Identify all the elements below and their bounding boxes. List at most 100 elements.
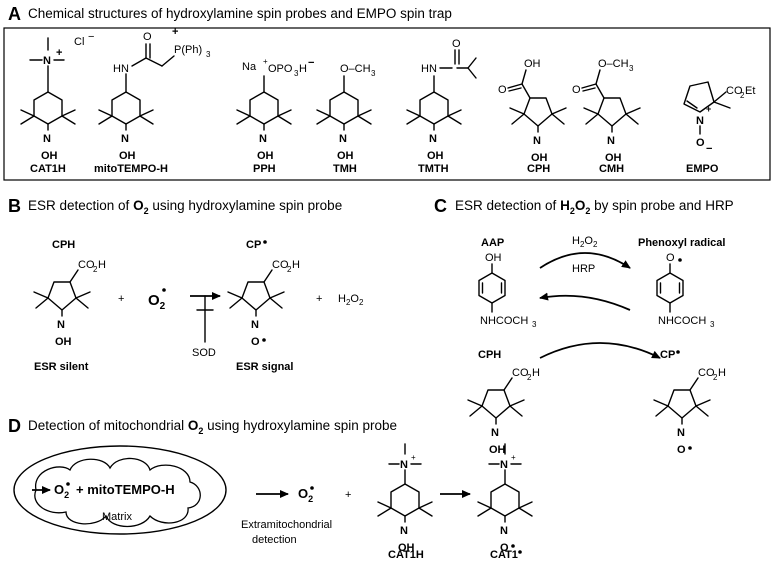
matrix-label: Matrix [102, 511, 132, 523]
svg-text:+: + [172, 26, 178, 38]
svg-text:H: H [718, 367, 726, 379]
svg-text:3: 3 [532, 320, 537, 329]
svg-text:O–CH: O–CH [598, 58, 629, 70]
svg-text:CO: CO [726, 85, 743, 97]
svg-text:N: N [400, 525, 408, 537]
panel-a: A Chemical structures of hydroxylamine s… [3, 4, 771, 181]
structure-phenoxyl: O NHCOCH 3 [656, 252, 715, 329]
cat1-d-label: CAT1 [490, 549, 518, 561]
svg-text:+: + [263, 57, 268, 66]
structure-cph: O OH N OH [498, 58, 567, 164]
esr-signal-label: ESR signal [236, 361, 293, 373]
svg-text:N: N [500, 459, 508, 471]
svg-text:3: 3 [710, 320, 715, 329]
svg-text:H: H [299, 63, 307, 75]
svg-text:+: + [56, 47, 62, 59]
svg-text:O–CH: O–CH [340, 63, 371, 75]
arrow-c-forward [539, 252, 631, 269]
svg-text:N: N [121, 133, 129, 145]
structure-cph-b: CO 2 H N OH [33, 259, 106, 348]
svg-text:O: O [143, 31, 152, 43]
mitochondrion-outer [13, 445, 227, 535]
esr-silent-label: ESR silent [34, 361, 89, 373]
aap-label: AAP [481, 237, 504, 249]
svg-text:P(Ph): P(Ph) [174, 44, 202, 56]
structure-cat1-d: N + N O [477, 443, 533, 554]
svg-text:O: O [251, 336, 260, 348]
svg-text:−: − [308, 57, 314, 69]
svg-text:CO: CO [78, 259, 95, 271]
svg-text:O: O [696, 137, 705, 149]
svg-text:H: H [98, 259, 106, 271]
structure-cat1h: N + Cl − N OH [20, 31, 94, 162]
svg-text:2: 2 [93, 265, 98, 274]
structure-mitotempo-h: HN O + P(Ph) 3 N OH [98, 26, 211, 162]
plus-b2: + [316, 293, 322, 305]
svg-text:N: N [533, 135, 541, 147]
svg-text:OPO: OPO [268, 63, 293, 75]
svg-text:O: O [677, 444, 686, 456]
label-cat1h: CAT1H [30, 163, 66, 175]
svg-text:2: 2 [287, 265, 292, 274]
extramito-2: detection [252, 534, 297, 546]
svg-text:OH: OH [524, 58, 541, 70]
plus-b1: + [118, 293, 124, 305]
panel-c-letter: C [434, 196, 447, 216]
radical-dots [66, 240, 692, 554]
label-pph: PPH [253, 163, 276, 175]
hrp-label: HRP [572, 263, 595, 275]
svg-text:N: N [251, 319, 259, 331]
svg-text:N: N [696, 115, 704, 127]
svg-text:+: + [511, 453, 516, 462]
svg-text:3: 3 [629, 64, 634, 73]
svg-text:N: N [607, 135, 615, 147]
label-tmth: TMTH [418, 163, 449, 175]
plus-d: + [345, 489, 351, 501]
svg-text:H: H [292, 259, 300, 271]
label-mitotempo-h: mitoTEMPO-H [94, 163, 168, 175]
plus-mitotempo: + mitoTEMPO-H [76, 482, 175, 497]
sod-label: SOD [192, 347, 216, 359]
svg-text:+: + [411, 453, 416, 462]
arrow-c-back [539, 292, 631, 311]
svg-text:OH: OH [489, 444, 506, 456]
panel-b-title: ESR detection of O2 using hydroxylamine … [28, 198, 342, 216]
structure-cat1h-d: N + N OH [377, 443, 433, 554]
structure-pph: Na + OPO 3 H − N OH [236, 57, 314, 162]
svg-text:OH: OH [41, 150, 58, 162]
svg-text:N: N [339, 133, 347, 145]
svg-text:−: − [706, 143, 712, 155]
svg-text:N: N [677, 427, 685, 439]
svg-text:O: O [500, 542, 509, 554]
h2o2-c: H2O2 [572, 235, 598, 249]
panel-a-letter: A [8, 4, 21, 24]
svg-text:H: H [532, 367, 540, 379]
svg-text:+: + [706, 104, 711, 114]
svg-text:OH: OH [119, 150, 136, 162]
svg-text:2: 2 [527, 373, 532, 382]
svg-text:Cl: Cl [74, 36, 84, 48]
svg-text:CO: CO [512, 367, 529, 379]
svg-text:N: N [57, 319, 65, 331]
svg-text:N: N [43, 133, 51, 145]
svg-text:3: 3 [206, 50, 211, 59]
svg-text:2: 2 [713, 373, 718, 382]
structure-empo: CO 2 Et N + O − [683, 81, 755, 155]
svg-text:OH: OH [337, 150, 354, 162]
cph-label-c: CPH [478, 349, 501, 361]
panel-c-title: ESR detection of H2O2 by spin probe and … [455, 198, 734, 216]
svg-text:O: O [666, 252, 675, 264]
structure-tmh: O–CH 3 N OH [316, 63, 376, 162]
extramito-1: Extramitochondrial [241, 519, 332, 531]
svg-text:NHCOCH: NHCOCH [658, 315, 706, 327]
svg-text:2: 2 [740, 91, 745, 100]
svg-text:N: N [500, 525, 508, 537]
h2o2-b: H2O2 [338, 293, 364, 307]
svg-text:N: N [43, 55, 51, 67]
svg-text:N: N [259, 133, 267, 145]
panel-c: C ESR detection of H2O2 by spin probe an… [434, 196, 734, 456]
panel-b-letter: B [8, 196, 21, 216]
label-cmh: CMH [599, 163, 624, 175]
svg-text:OH: OH [531, 152, 548, 164]
cp-label-c: CP [660, 349, 675, 361]
